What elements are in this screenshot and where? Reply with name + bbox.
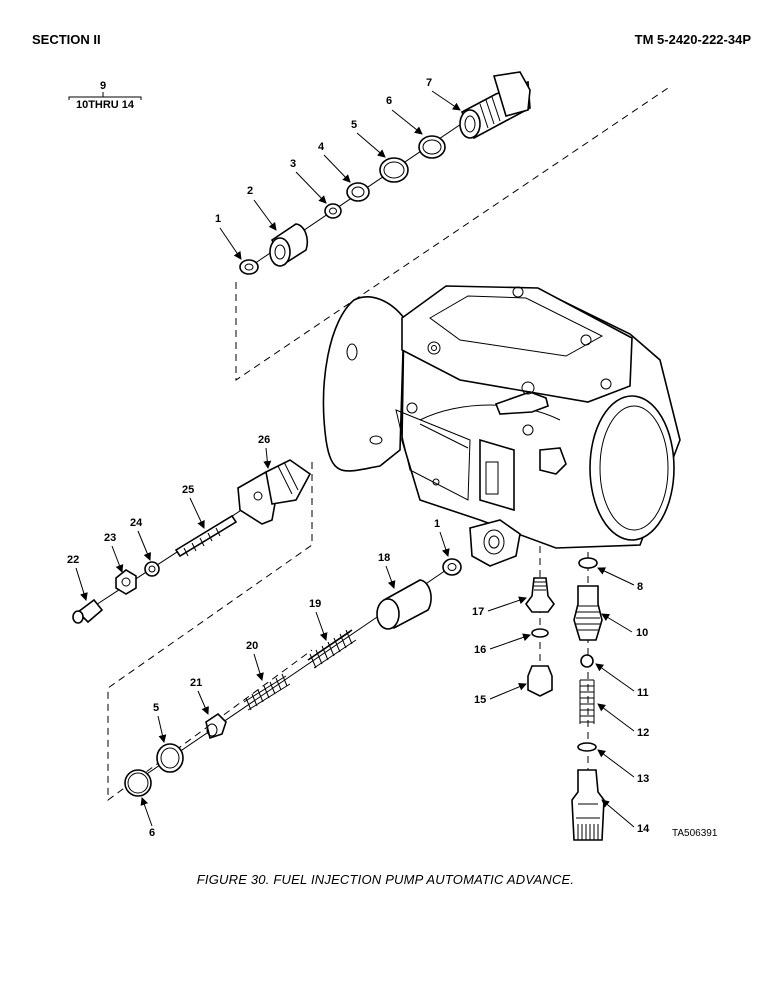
housing-bore — [589, 395, 675, 541]
callout-labels: 1 2 3 4 5 6 7 26 25 24 23 22 1 — [67, 77, 650, 839]
group-number: 9 — [100, 80, 106, 92]
callout-label: 3 — [290, 158, 296, 170]
ball-part — [580, 654, 594, 668]
callout-label: 19 — [309, 598, 321, 610]
callout-label: 5 — [351, 119, 357, 131]
group-range: 10THRU 14 — [76, 99, 135, 111]
side-cover — [479, 438, 515, 512]
seal-part — [418, 135, 446, 159]
seal-part — [124, 769, 152, 797]
callout-label: 11 — [637, 687, 649, 699]
manual-number: TM 5-2420-222-34P — [634, 32, 751, 47]
group-callout: 9 10THRU 14 — [68, 80, 142, 111]
plug-part — [459, 71, 531, 140]
small-washer-part — [324, 203, 342, 219]
mounting-flange — [322, 296, 405, 472]
hex-boss — [539, 447, 567, 475]
washer-part — [239, 259, 259, 275]
washer-part — [578, 557, 598, 569]
washer-part — [577, 742, 597, 752]
callout-label: 6 — [149, 827, 155, 839]
plug-part — [571, 769, 605, 841]
callout-label: 1 — [215, 213, 221, 225]
callout-label: 12 — [637, 727, 649, 739]
callout-label: 22 — [67, 554, 79, 566]
callout-label: 25 — [182, 484, 194, 496]
washer-part — [442, 558, 462, 576]
callout-label: 1 — [434, 518, 440, 530]
cap-screw-part — [76, 598, 104, 624]
o-ring-part — [531, 628, 549, 638]
screw-body-part — [573, 585, 603, 641]
lower-assembly-boundary — [107, 462, 313, 801]
right-column-parts — [571, 552, 605, 841]
callout-label: 17 — [472, 606, 484, 618]
fitting-part — [525, 577, 555, 613]
callout-label: 24 — [130, 517, 143, 529]
port-boss — [469, 519, 521, 567]
washer-part — [144, 561, 160, 577]
callout-label: 14 — [637, 823, 650, 835]
fitting-part — [527, 665, 553, 697]
callout-label: 2 — [247, 185, 253, 197]
callout-label: 10 — [636, 627, 648, 639]
spring-part — [580, 679, 594, 723]
advance-lever — [494, 391, 549, 415]
callout-label: 5 — [153, 702, 159, 714]
callout-label: 26 — [258, 434, 270, 446]
callout-label: 4 — [318, 141, 325, 153]
callout-label: 13 — [637, 773, 649, 785]
callout-label: 16 — [474, 644, 486, 656]
callout-label: 20 — [246, 640, 258, 652]
nut-part — [115, 569, 137, 595]
callout-label: 18 — [378, 552, 390, 564]
pump-housing — [322, 285, 681, 567]
figure-id: TA506391 — [672, 828, 718, 839]
callout-label: 15 — [474, 694, 486, 706]
ring-part — [346, 182, 370, 202]
adjusting-screw-part — [174, 514, 238, 558]
callout-label: 8 — [637, 581, 643, 593]
valve-column-parts — [525, 546, 555, 697]
upper-assembly-boundary — [235, 87, 669, 381]
middle-parts — [124, 558, 462, 797]
figure-caption: FIGURE 30. FUEL INJECTION PUMP AUTOMATIC… — [196, 872, 575, 887]
callout-label: 23 — [104, 532, 116, 544]
callout-label: 6 — [386, 95, 392, 107]
callout-label: 21 — [190, 677, 202, 689]
left-parts — [72, 459, 312, 624]
callout-label: 7 — [426, 77, 432, 89]
section-label: SECTION II — [32, 32, 101, 47]
housing-top-box — [401, 285, 633, 403]
upper-parts — [239, 71, 531, 275]
